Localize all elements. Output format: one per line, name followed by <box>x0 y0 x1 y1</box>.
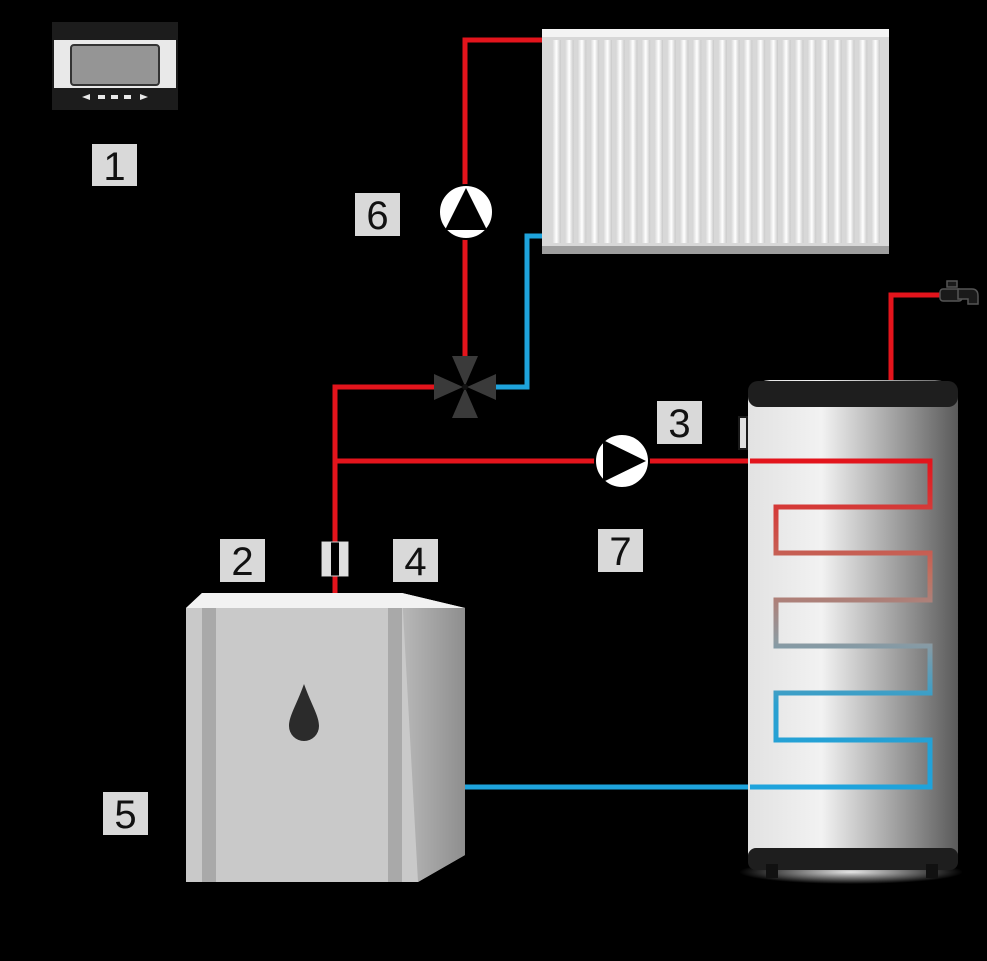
label-heating-pump: 6 <box>355 193 400 238</box>
radiator-fin <box>603 40 612 243</box>
heating-pump-icon <box>438 184 494 240</box>
radiator-fin <box>552 40 561 243</box>
radiator-fin <box>692 40 702 243</box>
controller-unit <box>52 22 178 110</box>
radiator-fin <box>577 40 587 243</box>
water-tap-icon <box>939 280 979 305</box>
label-boiler: 5 <box>103 792 148 837</box>
pipe-radiator-return <box>492 233 545 390</box>
radiator-fin <box>820 40 829 243</box>
pipe-tank-to-tap <box>888 292 945 382</box>
radiator-fins <box>552 40 880 243</box>
svg-text:3: 3 <box>668 402 690 446</box>
radiator-fin <box>781 40 791 243</box>
radiator-fin <box>679 40 689 243</box>
tank-pump-icon <box>594 433 650 489</box>
radiator-icon <box>542 29 889 254</box>
label-boiler-return-sensor: 4 <box>393 539 438 584</box>
label-tank-pump: 7 <box>598 529 643 574</box>
radiator-fin <box>718 40 727 243</box>
label-boiler-flow-sensor: 2 <box>220 539 265 584</box>
radiator-fin <box>858 40 868 243</box>
radiator-fin <box>628 40 638 243</box>
radiator-fin <box>794 40 804 243</box>
pipe-valve-to-radiator-flow <box>462 37 545 360</box>
svg-text:5: 5 <box>114 793 136 837</box>
radiator-fin <box>564 40 574 243</box>
radiator-fin <box>654 40 663 243</box>
svg-text:4: 4 <box>404 540 426 584</box>
tank-heat-coil <box>750 458 933 790</box>
tank-sensor <box>738 416 748 450</box>
radiator-fin <box>769 40 778 243</box>
cold-pipes <box>462 233 750 790</box>
three-way-valve-icon <box>434 356 496 418</box>
radiator-fin <box>871 40 880 243</box>
radiator-fin <box>590 40 600 243</box>
radiator-fin <box>743 40 753 243</box>
radiator-fin <box>845 40 855 243</box>
radiator-fin <box>756 40 766 243</box>
radiator-fin <box>807 40 817 243</box>
hot-pipes <box>332 37 945 595</box>
svg-text:1: 1 <box>103 145 125 189</box>
radiator-fin <box>666 40 676 243</box>
radiator-fin <box>730 40 740 243</box>
radiator-fin <box>641 40 651 243</box>
label-tank-sensor: 3 <box>657 401 702 446</box>
hot-water-tank-icon <box>739 380 963 884</box>
svg-text:6: 6 <box>366 194 388 238</box>
radiator-fin <box>705 40 714 243</box>
label-controller: 1 <box>92 144 137 189</box>
svg-text:2: 2 <box>231 540 253 584</box>
radiator-fin <box>832 40 842 243</box>
boiler-icon <box>186 593 465 882</box>
pipe-boiler-to-valve <box>332 384 440 595</box>
oil-drop-icon <box>289 684 319 741</box>
svg-text:7: 7 <box>609 530 631 574</box>
radiator-fin <box>615 40 625 243</box>
boiler-flow-sensor <box>321 541 349 577</box>
